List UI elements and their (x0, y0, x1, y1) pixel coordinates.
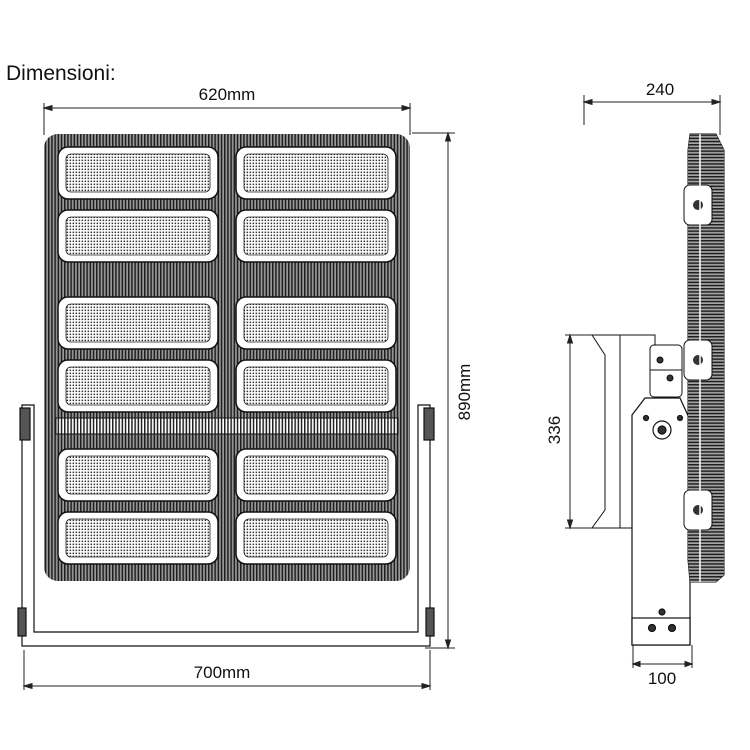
led-array-8 (243, 366, 389, 406)
front-view: 620mm 890mm 700mm (17, 85, 474, 690)
side-bracket (631, 397, 691, 646)
led-array-7 (65, 366, 211, 406)
dimension-depth (582, 95, 722, 135)
led-array-3 (65, 216, 211, 256)
dimension-height (412, 131, 455, 650)
led-array-2 (243, 153, 389, 193)
width-label: 620mm (199, 85, 256, 104)
bracket-height-label: 336 (545, 416, 564, 444)
led-array-12 (243, 518, 389, 558)
height-label: 890mm (455, 364, 474, 421)
led-array-6 (243, 303, 389, 343)
dimension-base (631, 645, 694, 668)
lamp-side-profile (683, 133, 725, 583)
led-array-1 (65, 153, 211, 193)
led-array-4 (243, 216, 389, 256)
hinge-plate (649, 344, 683, 398)
led-array-5 (65, 303, 211, 343)
bracket-width-label: 700mm (194, 663, 251, 682)
depth-label: 240 (646, 80, 674, 99)
led-array-10 (243, 455, 389, 495)
dimension-width (42, 103, 412, 135)
u-bracket (17, 404, 435, 647)
base-label: 100 (648, 669, 676, 688)
drawing-title: Dimensioni: (6, 62, 116, 85)
led-array-11 (65, 518, 211, 558)
led-modules (57, 146, 397, 565)
dimension-bracket-width (22, 650, 432, 690)
side-view: 240 336 100 (545, 80, 725, 688)
led-array-9 (65, 455, 211, 495)
